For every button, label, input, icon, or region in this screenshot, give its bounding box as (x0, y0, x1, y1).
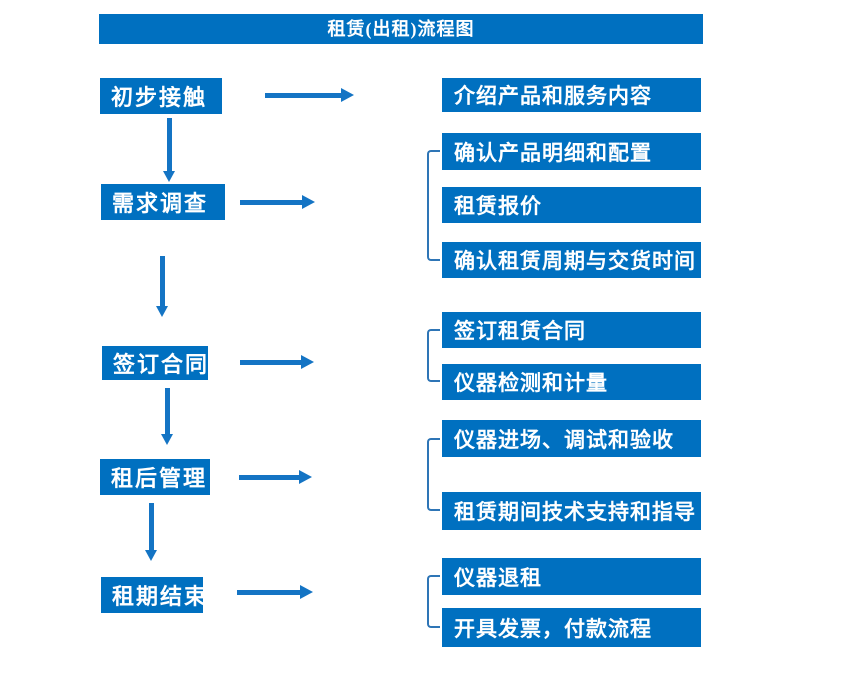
down-arrow-connector-4 (145, 503, 157, 561)
right-arrow-connector-5 (237, 585, 313, 599)
down-arrow-connector-1 (163, 118, 175, 182)
down-arrow-connector-2 (156, 256, 168, 317)
bracket-group-sign-contract (427, 329, 440, 382)
step-box-lease-end: 租期结束 (101, 577, 206, 613)
detail-box-introduce-products: 介绍产品和服务内容 (442, 78, 701, 112)
detail-box-instrument-testing: 仪器检测和计量 (442, 364, 701, 400)
step-box-initial-contact: 初步接触 (100, 78, 222, 114)
right-arrow-connector-1 (265, 88, 354, 102)
detail-box-technical-support: 租赁期间技术支持和指导 (442, 492, 701, 530)
bracket-group-demand-survey (427, 150, 440, 261)
right-arrow-connector-4 (239, 470, 312, 484)
right-arrow-connector-3 (240, 355, 314, 369)
step-box-post-rental-management: 租后管理 (100, 459, 210, 495)
detail-box-confirm-rental-period: 确认租赁周期与交货时间 (442, 242, 701, 278)
flowchart-title: 租赁(出租)流程图 (99, 14, 703, 44)
detail-box-sign-rental-contract: 签订租赁合同 (442, 312, 701, 348)
detail-box-confirm-product-details: 确认产品明细和配置 (442, 133, 701, 170)
right-arrow-connector-2 (240, 195, 315, 209)
detail-box-instrument-arrival: 仪器进场、调试和验收 (442, 420, 701, 457)
detail-box-instrument-return: 仪器退租 (442, 558, 701, 595)
step-box-sign-contract: 签订合同 (102, 346, 208, 380)
down-arrow-connector-3 (161, 388, 173, 445)
detail-box-rental-quote: 租赁报价 (442, 187, 701, 223)
bracket-group-lease-end (427, 575, 440, 628)
bracket-group-post-rental (427, 438, 440, 511)
step-box-demand-survey: 需求调查 (101, 184, 225, 220)
detail-box-invoice-payment: 开具发票，付款流程 (442, 608, 701, 647)
